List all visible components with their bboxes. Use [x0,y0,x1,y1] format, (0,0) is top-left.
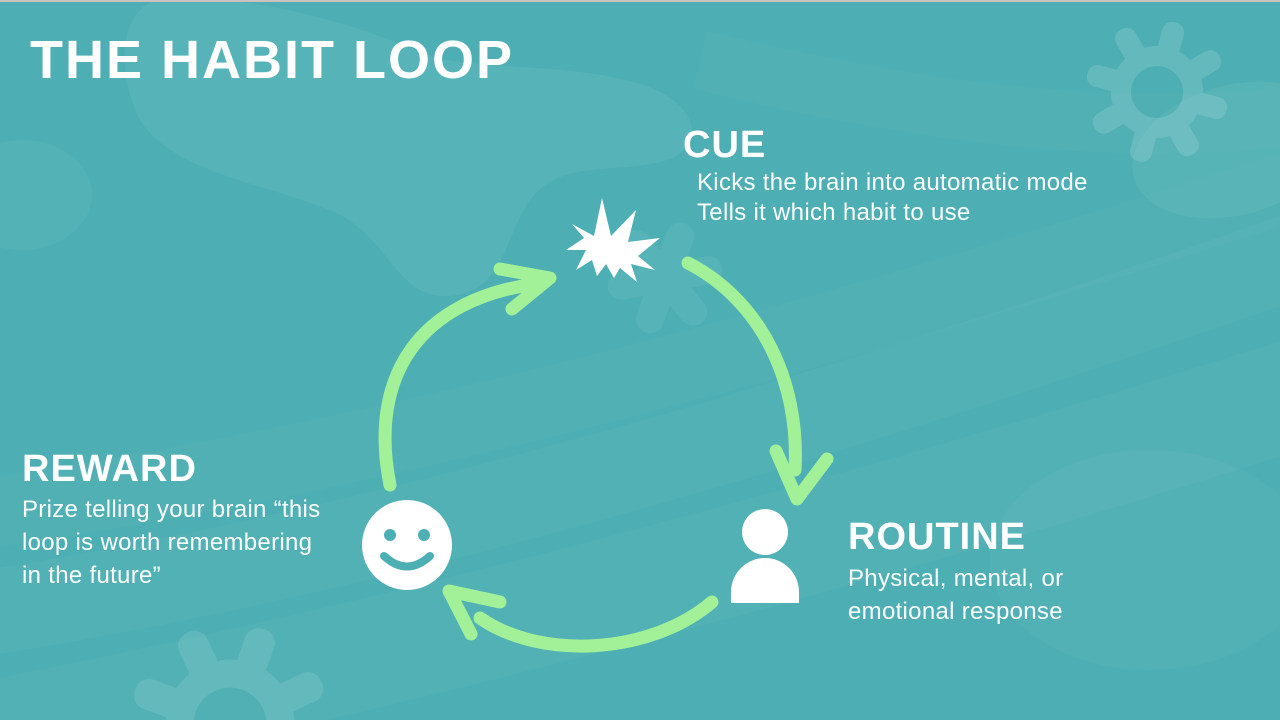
stage-routine-description-line: emotional response [848,598,1063,625]
stage-reward-description-line: in the future” [22,562,161,589]
stage-cue-description-line: Kicks the brain into automatic mode [697,169,1088,196]
burst-icon [566,198,660,282]
arrow-cue-to-routine [681,256,834,506]
gear-icon [1086,21,1228,163]
stage-routine: ROUTINE Physical, mental, or emotional r… [848,516,1063,628]
page-title: THE HABIT LOOP [30,30,514,90]
stage-routine-description-line: Physical, mental, or [848,565,1064,592]
person-icon [731,509,799,603]
arrow-routine-to-reward [442,584,719,653]
stage-reward-description-line: Prize telling your brain “this [22,496,321,523]
stage-cue-description-line: Tells it which habit to use [697,199,971,226]
stage-cue: CUE Kicks the brain into automatic mode … [683,124,1088,228]
blob-right-top-shape [1132,81,1280,219]
top-edge-strip [0,0,1280,2]
gear-icon [133,627,324,720]
stage-reward-description-line: loop is worth remembering [22,529,313,556]
blob-left-edge-shape [0,140,92,250]
blob-top-left-shape [124,0,692,297]
smiley-icon [362,500,452,590]
stage-routine-label: ROUTINE [848,516,1026,558]
stage-cue-label: CUE [683,124,767,166]
stage-reward-label: REWARD [22,448,197,490]
stage-reward: REWARD Prize telling your brain “this lo… [22,448,320,592]
arrow-reward-to-cue [378,262,557,492]
